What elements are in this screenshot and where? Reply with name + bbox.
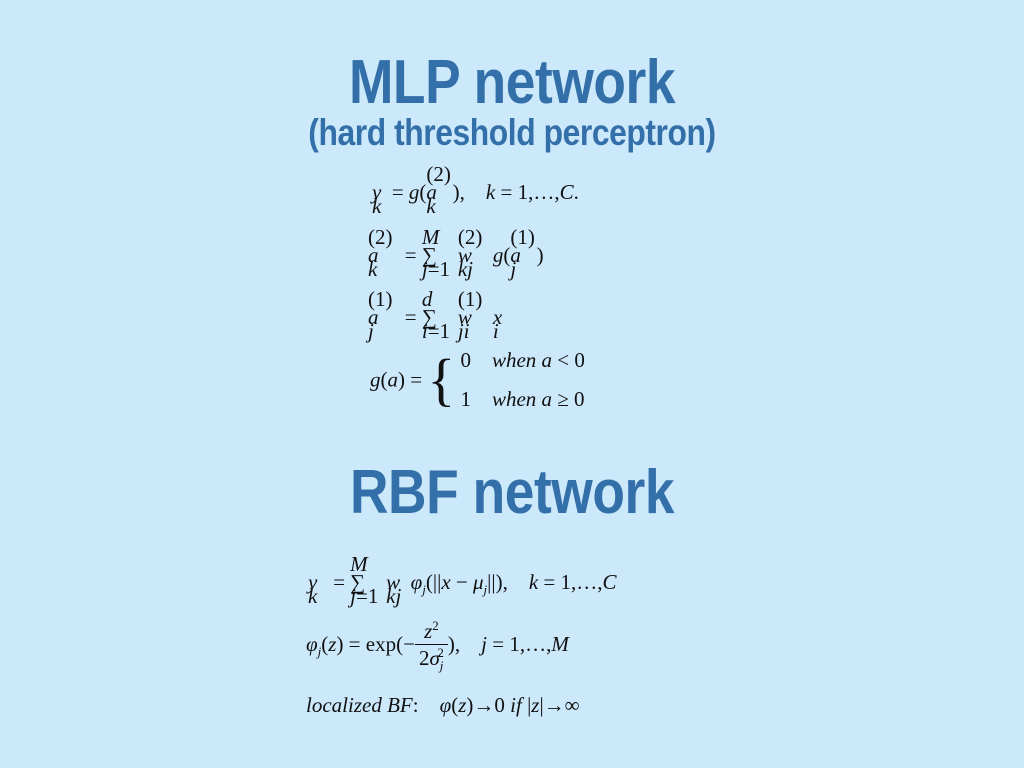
equation-rbf-localized: localized BF: φ(z)→0 if |z|→∞ — [306, 693, 580, 717]
mlp-subtitle: (hard threshold perceptron) — [308, 112, 716, 153]
mlp-title: MLP network — [348, 48, 676, 117]
equation-mlp-threshold: g(a) = { 0 when a < 0 1 when a ≥ 0 — [370, 347, 585, 412]
rbf-title: RBF network — [349, 458, 675, 527]
